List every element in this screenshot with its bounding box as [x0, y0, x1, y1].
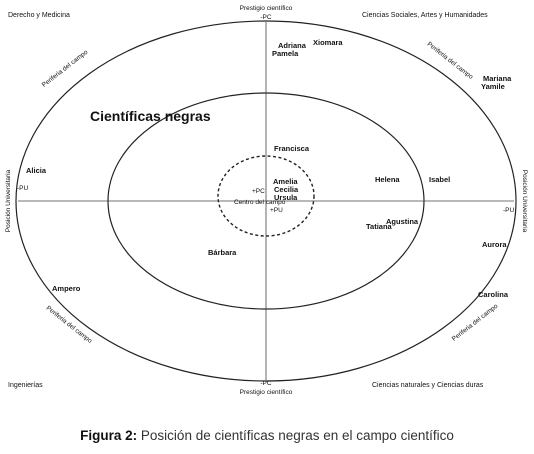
person-barbara: Bárbara [208, 248, 237, 257]
person-aurora: Aurora [482, 240, 507, 249]
person-ampero: Ampero [52, 284, 81, 293]
corner-top-right: Ciencias Sociales, Artes y Humanidades [362, 12, 488, 19]
person-cecilia: Cecilia [274, 185, 299, 194]
person-isabel: Isabel [429, 175, 450, 184]
figure-caption: Figura 2: Posición de científicas negras… [0, 428, 534, 443]
caption-label: Figura 2: [80, 428, 138, 443]
left-axis-sign: -PU [17, 185, 29, 192]
periphery-label-bottom-right: Periferia del campo [451, 303, 500, 343]
person-francisca: Francisca [274, 144, 310, 153]
person-adriana: Adriana [278, 41, 307, 50]
right-axis-sign: -PU [503, 207, 515, 214]
person-helena: Helena [375, 175, 400, 184]
person-alicia: Alicia [26, 166, 47, 175]
person-pamela: Pamela [272, 49, 299, 58]
person-tatiana: Tatiana [366, 222, 393, 231]
person-xiomara: Xiomara [313, 38, 343, 47]
corner-bottom-right: Ciencias naturales y Ciencias duras [372, 382, 484, 389]
center-field-label: Centro del campo [234, 199, 286, 206]
group-title: Científicas negras [90, 108, 211, 124]
bottom-axis-label: Prestigio científico [240, 389, 293, 396]
corner-bottom-left: Ingenierías [8, 382, 43, 389]
left-axis-label: Posición Universitaria [5, 169, 12, 232]
periphery-label-bottom-left: Periferia del campo [45, 305, 94, 345]
caption-text: Posición de científicas negras en el cam… [140, 428, 454, 443]
bottom-axis-sign: -PC [260, 380, 272, 387]
person-yamile: Yamile [481, 82, 505, 91]
center-pu-label: +PU [270, 207, 283, 214]
outer-field-ellipse [15, 20, 517, 382]
center-dashed-ellipse [217, 155, 315, 237]
periphery-label-top-left: Periferia del campo [41, 49, 90, 89]
right-axis-label: Posición Universitaria [521, 170, 528, 233]
person-carolina: Carolina [478, 290, 509, 299]
periphery-label-top-right: Periferia del campo [426, 41, 475, 81]
person-agustina: Agustina [386, 217, 419, 226]
center-pc-label: +PC [252, 188, 265, 195]
top-axis-label: Prestigio científico [240, 5, 293, 12]
person-mariana: Mariana [483, 74, 512, 83]
person-amelia: Amelia [273, 177, 298, 186]
person-ursula: Ursula [274, 193, 298, 202]
corner-top-left: Derecho y Medicina [8, 12, 70, 19]
top-axis-sign: -PC [260, 14, 272, 21]
